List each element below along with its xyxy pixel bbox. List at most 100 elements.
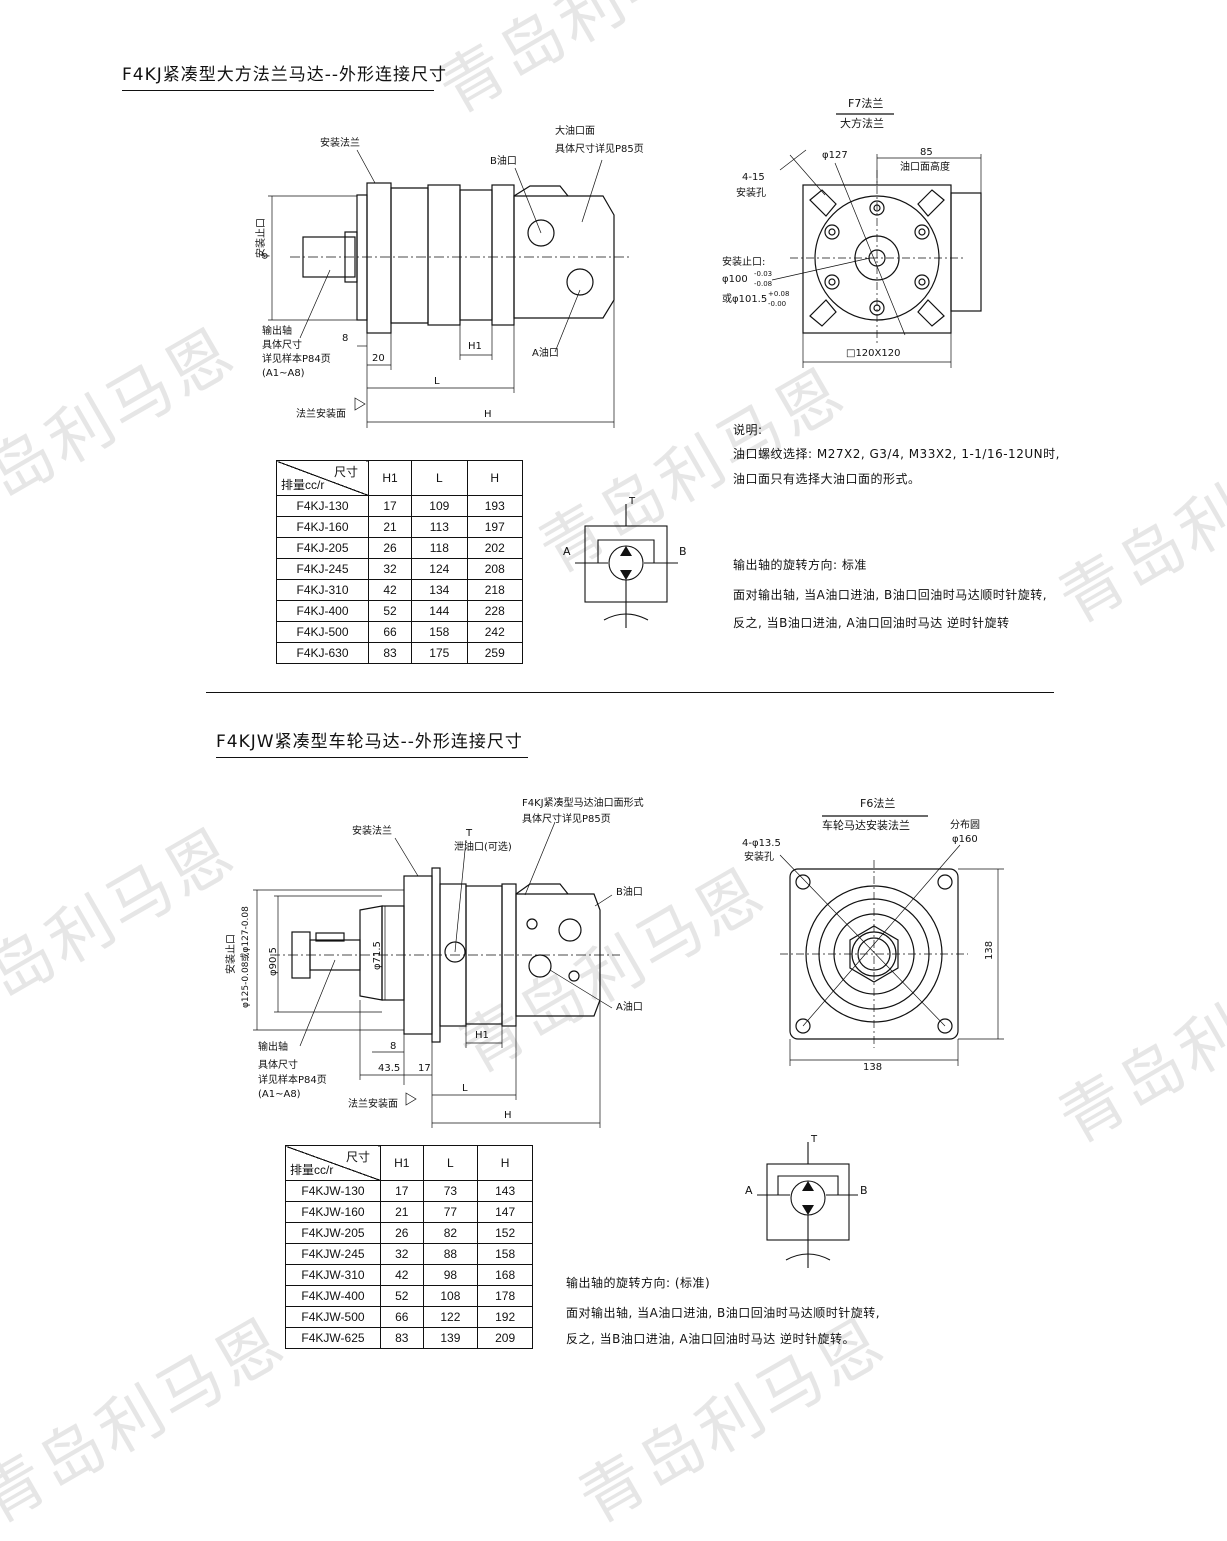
label-port-b: B油口 [490,156,517,167]
hydraulic-symbol-2 [757,1142,858,1268]
rotation2-line2: 反之, 当B油口进油, A油口回油时马达 逆时针旋转。 [566,1332,856,1346]
flange-pilot-3-tol-dn: -0.00 [768,300,787,308]
dim-h: H [484,409,492,420]
symbol2-t: T [811,1134,818,1145]
section-divider [206,692,1054,693]
dim-17: 17 [418,1063,431,1074]
col-header: H1 [367,460,413,496]
symbol2-b: B [860,1184,868,1197]
dim-20: 20 [372,353,385,364]
label-output-shaft-3: 详见样本P84页 [262,354,331,365]
label-output-shaft-2: 具体尺寸 [262,340,302,351]
flange2-pcd-value: φ160 [952,834,978,845]
label-output-shaft-4: (A1~A8) [262,368,305,379]
label-output-shaft: 输出轴 [262,326,292,337]
watermark: 青岛利马恩 [447,854,779,1089]
section2-title: F4KJW紧凑型车轮马达--外形连接尺寸 [216,727,528,758]
section1-title: F4KJ紧凑型大方法兰马达--外形连接尺寸 [122,60,446,91]
label-big-port-face: 大油口面 [555,126,595,137]
label-port-face-ref: 具体尺寸详见P85页 [555,144,644,155]
label-pilot-name-2: 安装止口 [226,934,237,974]
label-output-shaft-2-1: 输出轴 [258,1042,288,1053]
col-header: H1 [380,1145,424,1181]
col-header: L [422,1145,479,1181]
label-dia71: φ71.5 [372,941,383,970]
notes-heading: 说明: [733,423,763,437]
dim-l: L [434,376,440,387]
flange-port-face-height: 油口面高度 [900,162,950,173]
label-drain-port: 泄油口(可选) [454,842,512,853]
flange-pilot-3: 或φ101.5 [722,294,768,305]
flange2-pcd-label: 分布圆 [950,820,980,831]
watermark: 青岛利马恩 [1047,404,1227,639]
hydraulic-symbol-1 [575,504,678,628]
col-header: H [466,460,524,496]
col-header: L [411,460,468,496]
flange-front-view-f7 [771,113,982,368]
watermark: 青岛利马恩 [0,314,249,549]
label-port-a: A油口 [532,348,559,359]
dim-8: 8 [342,333,349,344]
flange-pilot-3-tol-up: +0.08 [768,290,790,298]
watermark: 青岛利马恩 [427,0,759,129]
flange-pilot-2-tol-up: -0.03 [754,270,773,278]
flange-view-title: F7法兰 [848,97,884,110]
dim-8-2: 8 [390,1041,397,1052]
dim-h1-2: H1 [475,1030,489,1041]
label-output-shaft-2-3: 详见样本P84页 [258,1075,327,1086]
label-mount-flange: 安装法兰 [320,138,360,149]
col-header: H [477,1145,533,1181]
flange-dia127: φ127 [822,150,848,161]
notes-line1: 油口螺纹选择: M27X2, G3/4, M33X2, 1-1/16-12UN时… [733,447,1060,461]
symbol1-b: B [679,545,687,558]
rotation1-line1: 面对输出轴, 当A油口进油, B油口回油时马达顺时针旋转, [733,588,1048,602]
label-port-face-2: 具体尺寸详见P85页 [522,814,611,825]
label-port-face-1: F4KJ紧凑型马达油口面形式 [522,798,644,809]
rotation2-heading: 输出轴的旋转方向: (标准) [566,1276,711,1290]
label-dia90: φ90.5 [268,947,279,976]
label-flange-mount-face: 法兰安装面 [296,409,346,420]
flange-dim85: 85 [920,147,933,158]
dim-l-2: L [462,1083,468,1094]
rotation1-heading: 输出轴的旋转方向: 标准 [733,558,867,572]
symbol1-t: T [629,496,636,507]
flange-pilot-1: 安装止口: [722,257,766,268]
label-port-b-2: B油口 [616,887,643,898]
rotation1-line2: 反之, 当B油口进油, A油口回油时马达 逆时针旋转 [733,616,1010,630]
flange-square: □120X120 [846,348,901,359]
symbol1-a: A [563,545,571,558]
watermark: 青岛利马恩 [0,1304,299,1539]
flange-view-subtitle: 大方法兰 [840,117,884,130]
label-flange-mount-face-2: 法兰安装面 [348,1099,398,1110]
label-output-shaft-2-4: (A1~A8) [258,1089,301,1100]
dim-h-2: H [504,1110,512,1121]
table-header-corner: 尺寸 排量cc/r [276,460,369,496]
flange2-holes-count: 4-φ13.5 [742,838,781,849]
flange2-dim138-v: 138 [984,940,995,960]
symbol2-a: A [745,1184,753,1197]
label-output-shaft-2-2: 具体尺寸 [258,1060,298,1071]
motor-side-view-f4kjw [253,821,620,1128]
watermark: 青岛利马恩 [567,1304,899,1539]
flange-view2-subtitle: 车轮马达安装法兰 [822,819,910,832]
flange2-dim138-h: 138 [863,1062,883,1073]
dim-43-5: 43.5 [378,1063,401,1074]
label-mount-flange-2: 安装法兰 [352,826,392,837]
flange-view2-title: F6法兰 [860,797,896,810]
